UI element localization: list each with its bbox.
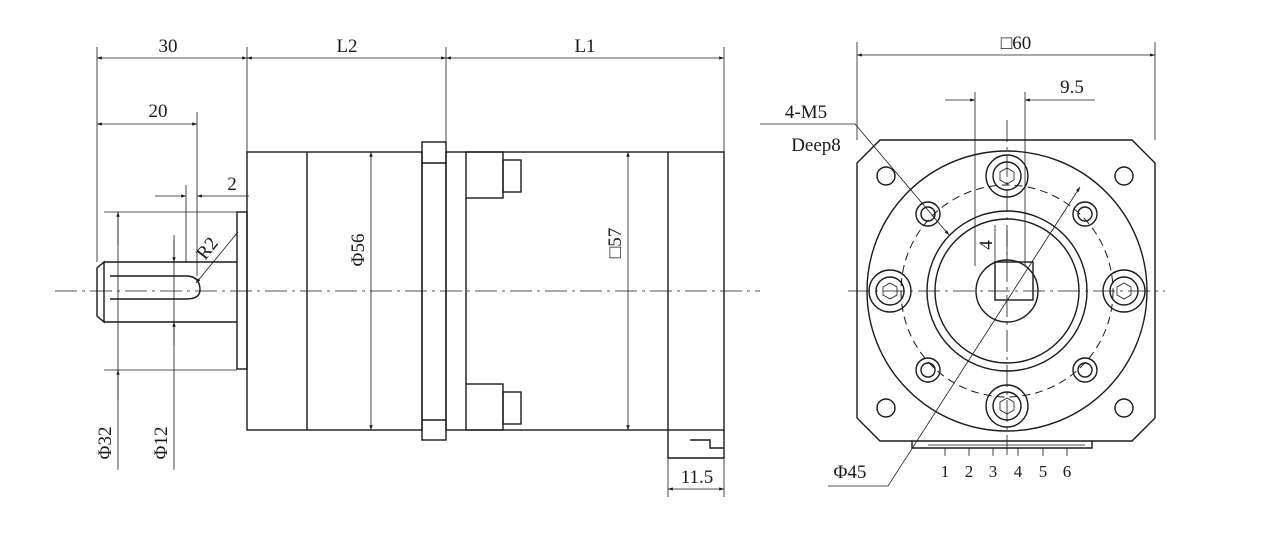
pin-label: 4 [1014, 462, 1023, 481]
outer-circle [866, 150, 1148, 432]
bolt-circle [900, 184, 1114, 398]
side-view: 30 L2 L1 20 2 R2 Φ32 Φ12 Φ56 □57 [55, 36, 760, 497]
shaft-key-square [994, 261, 1034, 301]
dim-gearbox-diameter: Φ56 [348, 234, 369, 267]
dim-key-height: 9.5 [1060, 77, 1084, 98]
dim-bolt-circle: Φ45 [834, 462, 867, 483]
output-shaft [96, 260, 237, 324]
inner-circle-2 [934, 218, 1080, 364]
connector [667, 430, 725, 459]
connector-pins: 1 2 3 4 5 6 [941, 448, 1072, 481]
corner-hole-bl [876, 398, 896, 418]
dim-shaft-diameter: Φ12 [151, 427, 172, 460]
pin-label: 6 [1063, 462, 1072, 481]
m5-holes [915, 201, 1098, 383]
dim-hole-spec: 4-M5 [785, 102, 827, 123]
pin-label: 1 [941, 462, 950, 481]
shaft-key [110, 275, 201, 300]
hex-screws [868, 154, 1146, 428]
dim-connector-height: 11.5 [681, 467, 714, 488]
front-view: □60 9.5 4 4-M5 Deep8 Φ45 1 2 3 [760, 33, 1165, 487]
front-connector [911, 441, 1093, 449]
pin-label: 3 [989, 462, 998, 481]
front-flange [236, 211, 248, 370]
dim-key-length: 20 [149, 101, 168, 122]
dim-flange-diameter: Φ32 [95, 427, 116, 460]
corner-hole-tr [1114, 166, 1134, 186]
dim-front-square: □60 [1001, 33, 1031, 54]
dim-motor-length: L1 [574, 36, 595, 57]
inner-circle-1 [926, 210, 1088, 372]
pin-label: 2 [965, 462, 974, 481]
dim-shaft-length: 30 [159, 36, 178, 57]
dim-gearbox-length: L2 [336, 36, 357, 57]
front-square-outline [856, 139, 1156, 442]
motor-body [445, 151, 725, 459]
corner-hole-tl [876, 166, 896, 186]
dim-key-width: 4 [976, 240, 997, 250]
dim-key-offset: 2 [227, 174, 237, 195]
pin-label: 5 [1039, 462, 1048, 481]
dim-motor-square: □57 [605, 228, 626, 258]
corner-hole-br [1114, 398, 1134, 418]
dim-hole-depth: Deep8 [791, 135, 841, 156]
